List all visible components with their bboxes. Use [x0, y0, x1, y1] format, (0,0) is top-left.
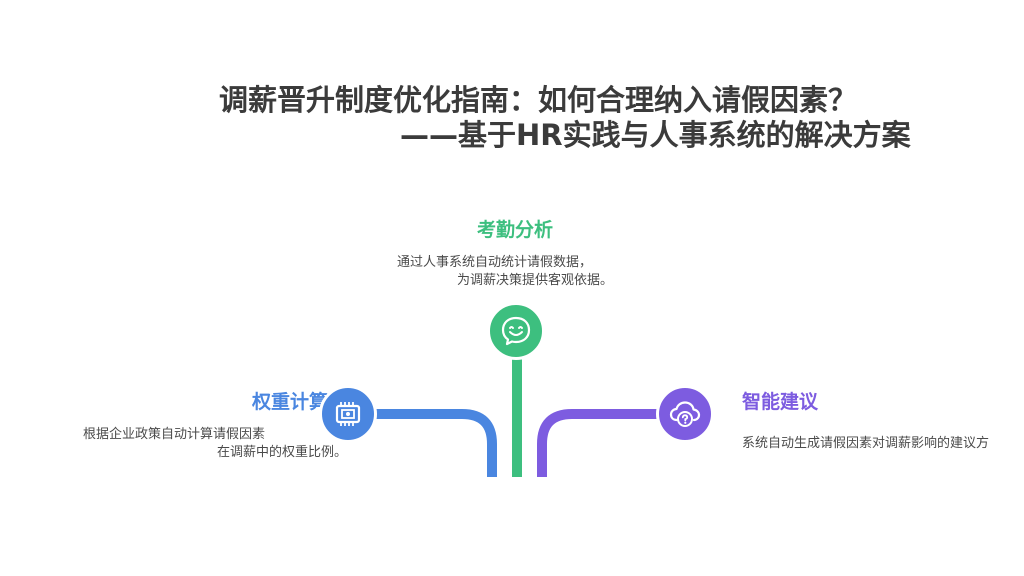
connector-suggest	[537, 409, 660, 477]
page-title-line-2: ——基于HR实践与人事系统的解决方案	[400, 118, 911, 152]
chat-smile-icon	[501, 316, 531, 346]
weight-desc-line-1: 根据企业政策自动计算请假因素	[83, 427, 266, 442]
attendance-node	[487, 302, 545, 360]
attendance-title: 考勤分析	[477, 219, 554, 241]
page-title-line-1: 调薪晋升制度优化指南：如何合理纳入请假因素？	[219, 83, 858, 117]
weight-node	[319, 385, 377, 443]
weight-desc-line-2: 在调薪中的权重比例。	[217, 445, 348, 460]
cloud-question-icon	[669, 401, 701, 427]
connector-weight	[372, 409, 497, 477]
suggest-desc-line-1: 系统自动生成请假因素对调薪影响的建议方	[742, 436, 990, 451]
chip-icon	[335, 402, 361, 426]
suggest-node	[656, 385, 714, 443]
suggest-title: 智能建议	[742, 391, 819, 413]
weight-title: 权重计算	[252, 391, 329, 413]
attendance-desc-line-1: 通过人事系统自动统计请假数据，	[397, 255, 593, 270]
attendance-desc-line-2: 为调薪决策提供客观依据。	[457, 273, 614, 288]
